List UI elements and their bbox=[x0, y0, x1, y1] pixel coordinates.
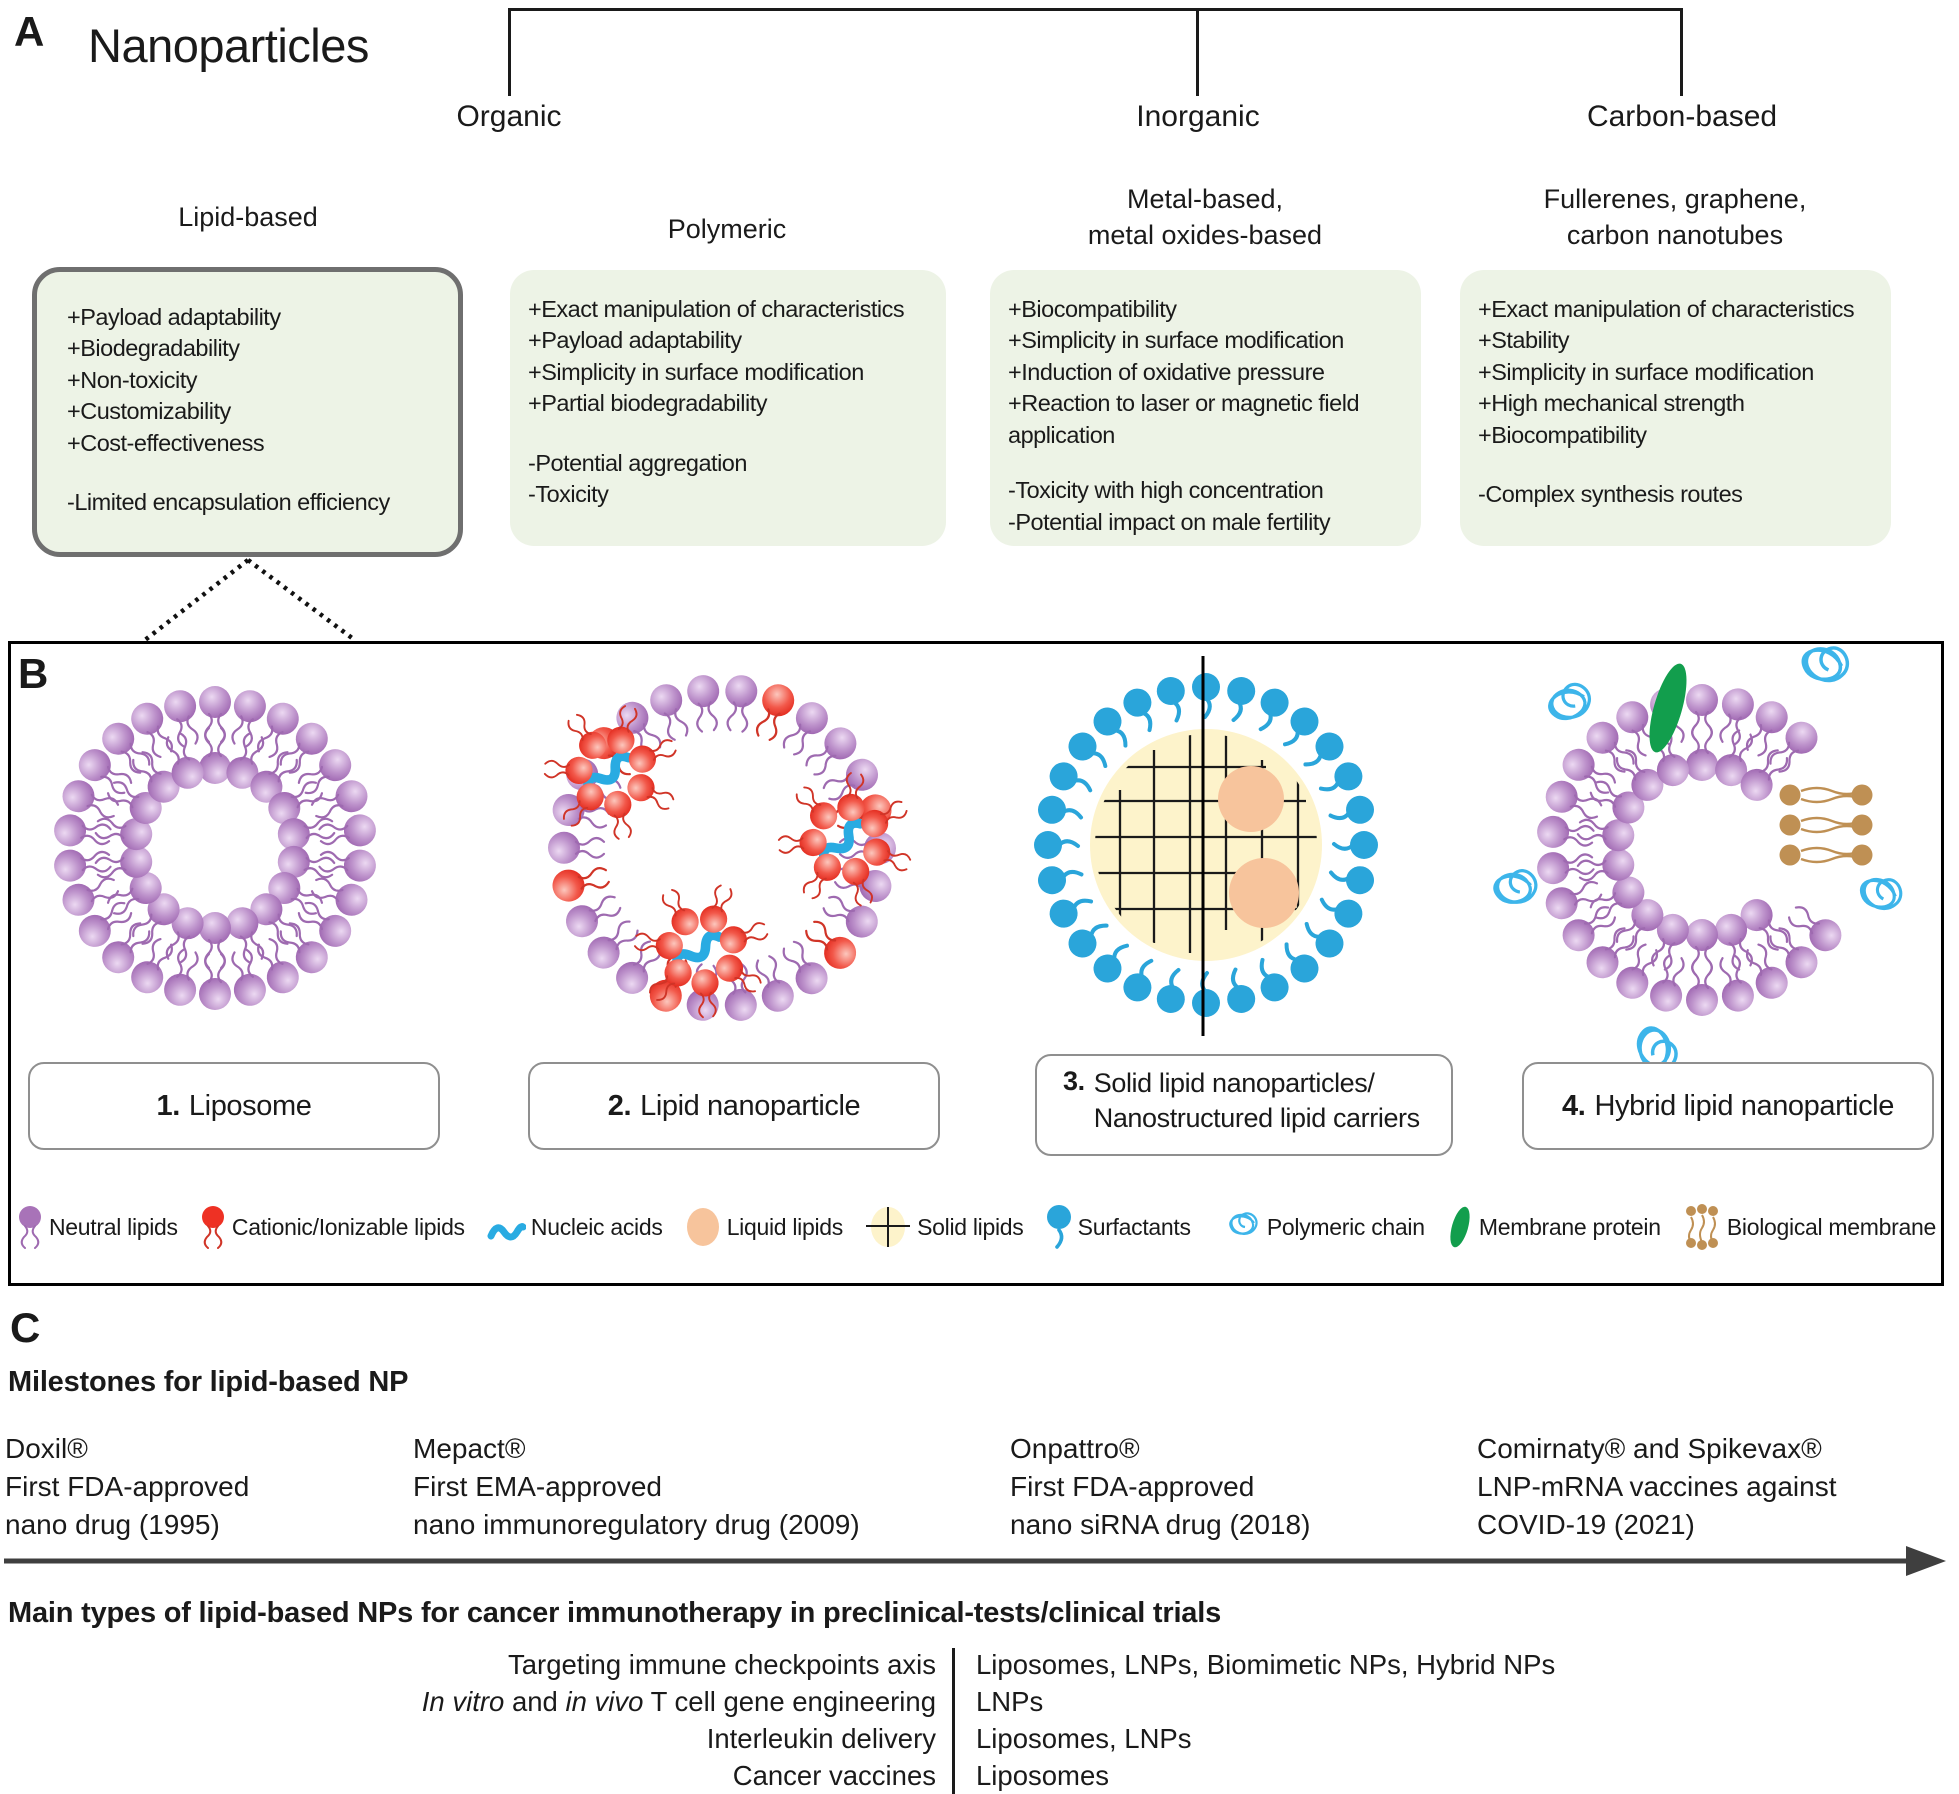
proscons-box-lipid-based: +Payload adaptability +Biodegradability … bbox=[32, 267, 463, 557]
type-nps: Liposomes bbox=[976, 1759, 1109, 1791]
legend-item: Liquid lipids bbox=[684, 1205, 843, 1249]
tree-stub-carbon bbox=[1680, 8, 1683, 96]
biological-membrane-icon bbox=[1685, 1204, 1718, 1250]
pros-polymeric: +Exact manipulation of characteristics +… bbox=[528, 296, 905, 417]
legend-item: Cationic/Ionizable lipids bbox=[199, 1205, 465, 1249]
panel-b-frame bbox=[8, 641, 1944, 1286]
branch-organic: Organic bbox=[456, 100, 562, 133]
group-name-fullerenes: Fullerenes, graphene, carbon nanotubes bbox=[1543, 184, 1807, 250]
particle-number: 1. bbox=[156, 1089, 181, 1122]
figure-title: Nanoparticles bbox=[88, 19, 369, 72]
particle-label-lipid-nanoparticle: 2. Lipid nanoparticle bbox=[528, 1062, 940, 1150]
types-heading: Main types of lipid-based NPs for cancer… bbox=[8, 1597, 1222, 1629]
particle-name: Lipid nanoparticle bbox=[640, 1089, 861, 1122]
type-category: In vitro and in vivo T cell gene enginee… bbox=[421, 1685, 936, 1717]
legend-label: Biological membrane bbox=[1726, 1213, 1936, 1240]
group-name-metal-based: Metal-based, metal oxides-based bbox=[1087, 184, 1323, 250]
cons-polymeric: -Potential aggregation -Toxicity bbox=[528, 449, 747, 508]
legend-item: Polymeric chain bbox=[1212, 1207, 1425, 1247]
cationic-lipid-icon bbox=[201, 1206, 224, 1249]
surfactant-icon bbox=[1046, 1205, 1071, 1249]
milestone-mepact: Mepact® First EMA-approved nano immunore… bbox=[413, 1433, 860, 1541]
legend-item: Neutral lipids bbox=[16, 1205, 178, 1249]
type-category: Cancer vaccines bbox=[732, 1759, 936, 1791]
milestone-doxil: Doxil® First FDA-approved nano drug (199… bbox=[5, 1433, 250, 1541]
legend-label: Solid lipids bbox=[917, 1213, 1024, 1240]
particle-label-liposome: 1. Liposome bbox=[28, 1062, 440, 1150]
particle-label-hybrid-lipid-nanoparticle: 4. Hybrid lipid nanoparticle bbox=[1522, 1062, 1934, 1150]
legend-label: Surfactants bbox=[1077, 1213, 1191, 1240]
group-name-lipid-based: Lipid-based bbox=[178, 202, 318, 232]
neutral-lipid-icon bbox=[19, 1206, 41, 1249]
milestones-heading: Milestones for lipid-based NP bbox=[8, 1366, 409, 1398]
panel-c-label: C bbox=[10, 1304, 41, 1351]
pros-metal-based: +Biocompatibility +Simplicity in surface… bbox=[1008, 296, 1360, 448]
pros-carbon: +Exact manipulation of characteristics +… bbox=[1478, 296, 1855, 448]
particle-number: 3. bbox=[1063, 1066, 1085, 1096]
table-row: Interleukin delivery Liposomes, LNPs bbox=[0, 1720, 1959, 1757]
cons-lipid-based: -Limited encapsulation efficiency bbox=[67, 489, 390, 516]
legend: Neutral lipids Cationic/Ionizable lipids… bbox=[16, 1196, 1936, 1258]
proscons-box-metal-based: +Biocompatibility +Simplicity in surface… bbox=[990, 270, 1421, 546]
particle-label-solid-lipid-nanoparticle: 3. Solid lipid nanoparticles/ Nanostruct… bbox=[1035, 1054, 1453, 1156]
legend-item: Membrane protein bbox=[1446, 1203, 1661, 1251]
liquid-lipid-icon bbox=[686, 1208, 719, 1246]
branch-inorganic: Inorganic bbox=[1136, 100, 1260, 133]
cons-carbon: -Complex synthesis routes bbox=[1478, 481, 1743, 508]
panel-a-label: A bbox=[14, 8, 45, 55]
legend-item: Biological membrane bbox=[1682, 1203, 1936, 1251]
types-table-divider bbox=[952, 1648, 955, 1794]
particle-name: Liposome bbox=[188, 1089, 312, 1122]
particle-name: Solid lipid nanoparticles/ Nanostructure… bbox=[1093, 1068, 1420, 1134]
tree-stub-organic bbox=[508, 8, 511, 96]
legend-label: Polymeric chain bbox=[1266, 1213, 1425, 1240]
panel-b-label: B bbox=[18, 650, 49, 697]
nucleic-acid-icon bbox=[487, 1223, 526, 1241]
table-row: Targeting immune checkpoints axis Liposom… bbox=[0, 1646, 1959, 1683]
pros-lipid-based: +Payload adaptability +Biodegradability … bbox=[67, 304, 281, 456]
tree-stub-inorganic bbox=[1196, 8, 1199, 96]
membrane-protein-icon bbox=[1450, 1206, 1470, 1248]
solid-lipid-icon bbox=[866, 1207, 911, 1247]
legend-label: Cationic/Ionizable lipids bbox=[231, 1213, 465, 1240]
type-nps: Liposomes, LNPs bbox=[976, 1722, 1192, 1754]
type-nps: LNPs bbox=[976, 1685, 1044, 1717]
cons-metal-based: -Toxicity with high concentration -Poten… bbox=[1008, 477, 1331, 535]
group-name-polymeric: Polymeric bbox=[667, 214, 787, 244]
table-row: In vitro and in vivo T cell gene enginee… bbox=[0, 1683, 1959, 1720]
proscons-box-carbon: +Exact manipulation of characteristics +… bbox=[1460, 270, 1891, 546]
milestone-comirnaty-spikevax: Comirnaty® and Spikevax® LNP-mRNA vaccin… bbox=[1477, 1433, 1837, 1541]
particle-name: Hybrid lipid nanoparticle bbox=[1594, 1089, 1894, 1122]
particle-number: 2. bbox=[607, 1089, 632, 1122]
type-category: Interleukin delivery bbox=[706, 1722, 936, 1754]
proscons-box-polymeric: +Exact manipulation of characteristics +… bbox=[510, 270, 946, 546]
type-category: Targeting immune checkpoints axis bbox=[508, 1648, 936, 1680]
legend-item: Solid lipids bbox=[864, 1203, 1024, 1251]
legend-item: Nucleic acids bbox=[486, 1210, 663, 1244]
branch-carbon-based: Carbon-based bbox=[1586, 100, 1778, 133]
legend-label: Membrane protein bbox=[1478, 1213, 1661, 1240]
type-nps: Liposomes, LNPs, Biomimetic NPs, Hybrid … bbox=[976, 1648, 1556, 1680]
legend-label: Neutral lipids bbox=[49, 1213, 178, 1240]
legend-label: Liquid lipids bbox=[726, 1213, 844, 1240]
table-row: Cancer vaccines Liposomes bbox=[0, 1757, 1959, 1794]
legend-item: Surfactants bbox=[1045, 1204, 1191, 1250]
legend-label: Nucleic acids bbox=[530, 1213, 663, 1240]
milestone-onpattro: Onpattro® First FDA-approved nano siRNA … bbox=[1010, 1433, 1311, 1541]
tree-horizontal-line bbox=[508, 8, 1683, 11]
particle-number: 4. bbox=[1562, 1089, 1586, 1122]
polymeric-chain-icon bbox=[1229, 1212, 1258, 1235]
